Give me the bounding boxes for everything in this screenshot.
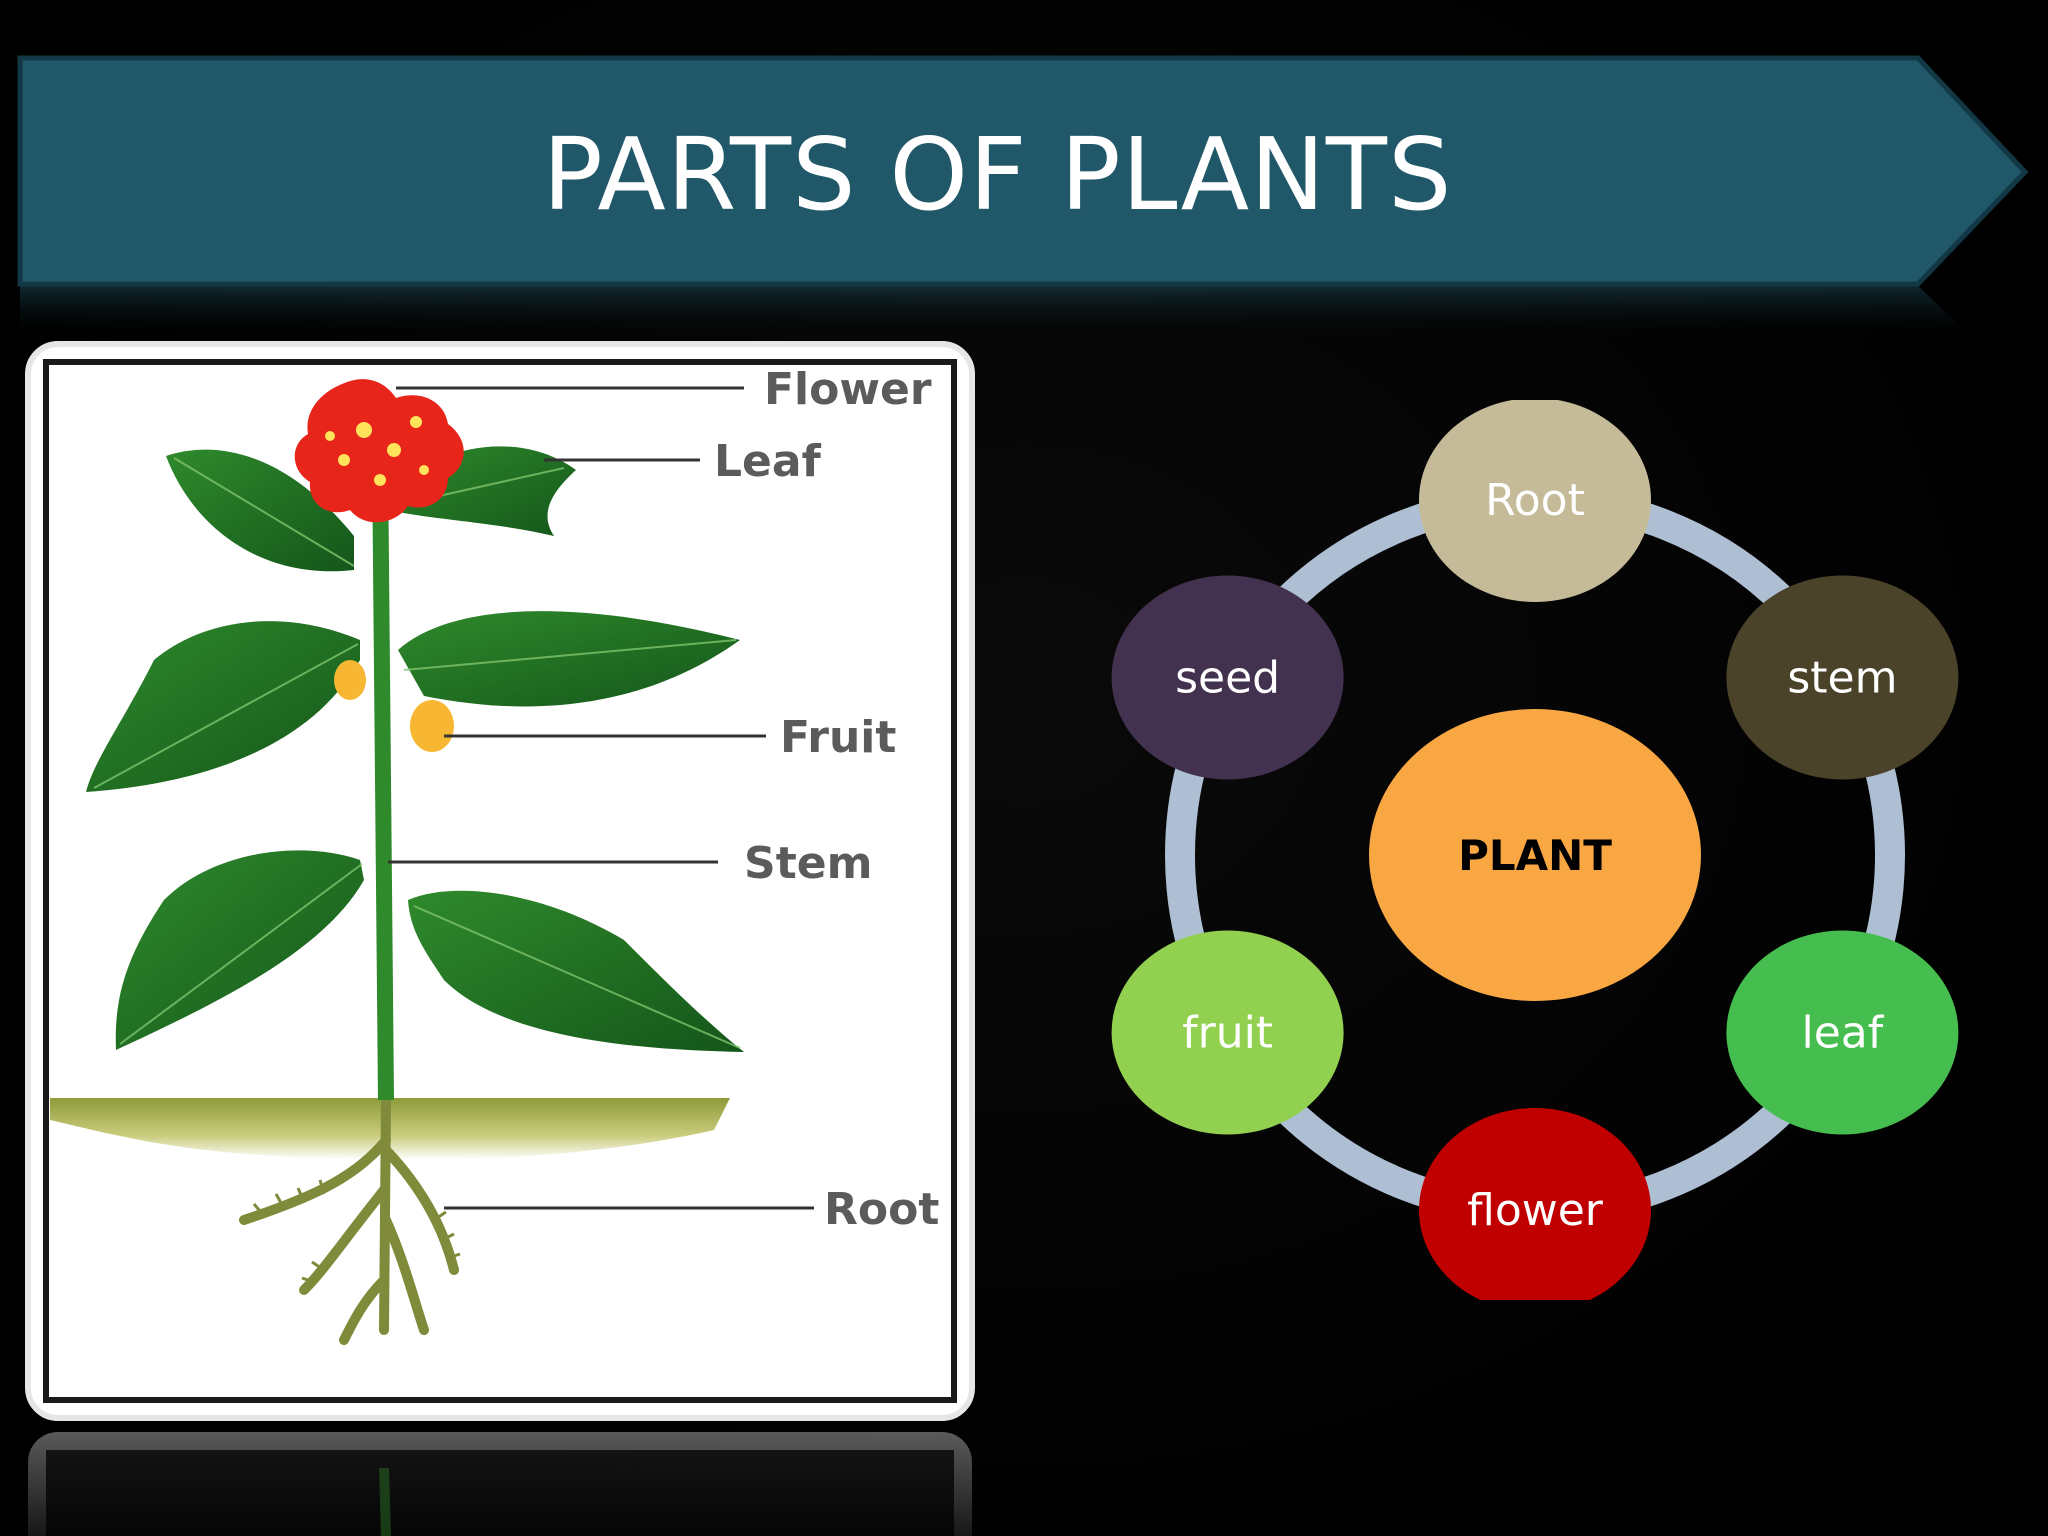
cycle-node-flower xyxy=(1419,1108,1651,1300)
banner-arrow-shape xyxy=(17,55,2029,287)
cycle-diagram: PLANT Root stem leaf flower fruit seed xyxy=(1111,400,1959,1300)
cycle-node-seed xyxy=(1111,575,1344,780)
label-root: Root xyxy=(824,1184,939,1235)
cycle-node-label-root: Root xyxy=(1485,475,1585,526)
label-leaf: Leaf xyxy=(714,436,822,487)
cycle-node-root xyxy=(1419,400,1651,602)
label-flower: Flower xyxy=(764,364,932,415)
fruit xyxy=(334,660,366,700)
flower xyxy=(294,379,464,523)
slide-title: PARTS OF PLANTS xyxy=(542,116,1453,233)
fruit xyxy=(410,700,454,752)
cycle-node-label-seed: seed xyxy=(1175,653,1280,704)
label-fruit: Fruit xyxy=(780,712,896,763)
cycle-node-label-leaf: leaf xyxy=(1802,1008,1885,1059)
center-label: PLANT xyxy=(1458,831,1612,880)
stem xyxy=(372,457,394,1101)
image-reflection xyxy=(28,1432,972,1536)
cycle-node-label-flower: flower xyxy=(1467,1185,1604,1236)
cycle-node-fruit xyxy=(1111,930,1344,1135)
cycle-node-label-stem: stem xyxy=(1787,653,1897,704)
cycle-node-leaf xyxy=(1726,930,1959,1135)
title-banner xyxy=(17,55,2029,330)
label-stem: Stem xyxy=(744,838,872,889)
label-lines xyxy=(388,386,814,1210)
cycle-node-stem xyxy=(1726,575,1959,780)
center-node xyxy=(1369,709,1701,1001)
cycle-node-label-fruit: fruit xyxy=(1182,1008,1273,1059)
plant-illustration: Flower Leaf Fruit Stem Root xyxy=(25,341,975,1421)
